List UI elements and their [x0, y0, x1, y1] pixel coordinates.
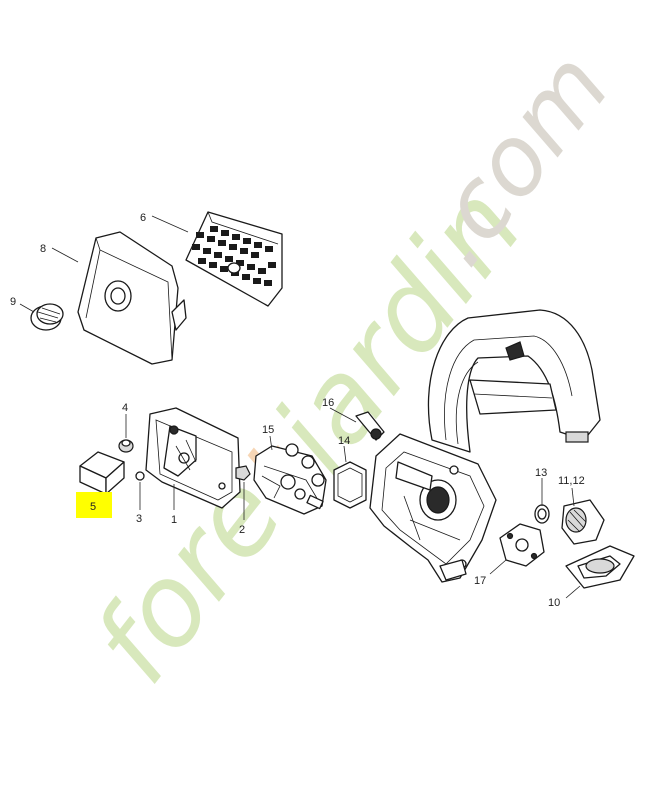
callout-3[interactable]: 3 — [136, 513, 142, 525]
part-5-highlight-box — [76, 492, 112, 518]
leader-lines — [19, 215, 581, 599]
callout-17[interactable]: 17 — [474, 575, 486, 587]
callout-15[interactable]: 15 — [262, 424, 274, 436]
grommet-part-4 — [118, 439, 134, 453]
callout-13[interactable]: 13 — [535, 467, 547, 479]
flange-part-17 — [499, 523, 545, 567]
callout-5[interactable]: 5 — [90, 501, 96, 513]
callout-8[interactable]: 8 — [40, 243, 46, 255]
carburettor-part-15 — [253, 443, 327, 515]
valve-part-16 — [355, 411, 385, 441]
callout-11-12[interactable]: 11,12 — [558, 475, 585, 487]
callout-1[interactable]: 1 — [171, 514, 177, 526]
callout-6[interactable]: 6 — [140, 212, 146, 224]
engine-housing — [369, 309, 601, 583]
nut-part-2 — [235, 465, 251, 481]
callout-9[interactable]: 9 — [10, 296, 16, 308]
ring-part-13 — [534, 504, 550, 524]
carburettor-box-part-1 — [145, 407, 241, 509]
filter-cover-part-8 — [77, 231, 187, 365]
o-ring-part-3 — [135, 471, 145, 481]
callout-labels: 6 8 9 4 5 3 1 2 15 14 16 13 11,12 17 10 — [10, 212, 585, 609]
intake-elbow-part-11-12 — [561, 499, 605, 545]
callout-4[interactable]: 4 — [122, 402, 128, 414]
intake-boot-part-10 — [565, 545, 635, 589]
callout-10[interactable]: 10 — [548, 597, 560, 609]
callout-14[interactable]: 14 — [338, 435, 350, 447]
cover-knob-part-9 — [30, 303, 64, 331]
foam-block-part-5 — [79, 451, 125, 495]
air-filter-part-6 — [185, 211, 283, 307]
callout-16[interactable]: 16 — [322, 397, 334, 409]
callout-2[interactable]: 2 — [239, 524, 245, 536]
gasket-part-14 — [333, 461, 367, 509]
